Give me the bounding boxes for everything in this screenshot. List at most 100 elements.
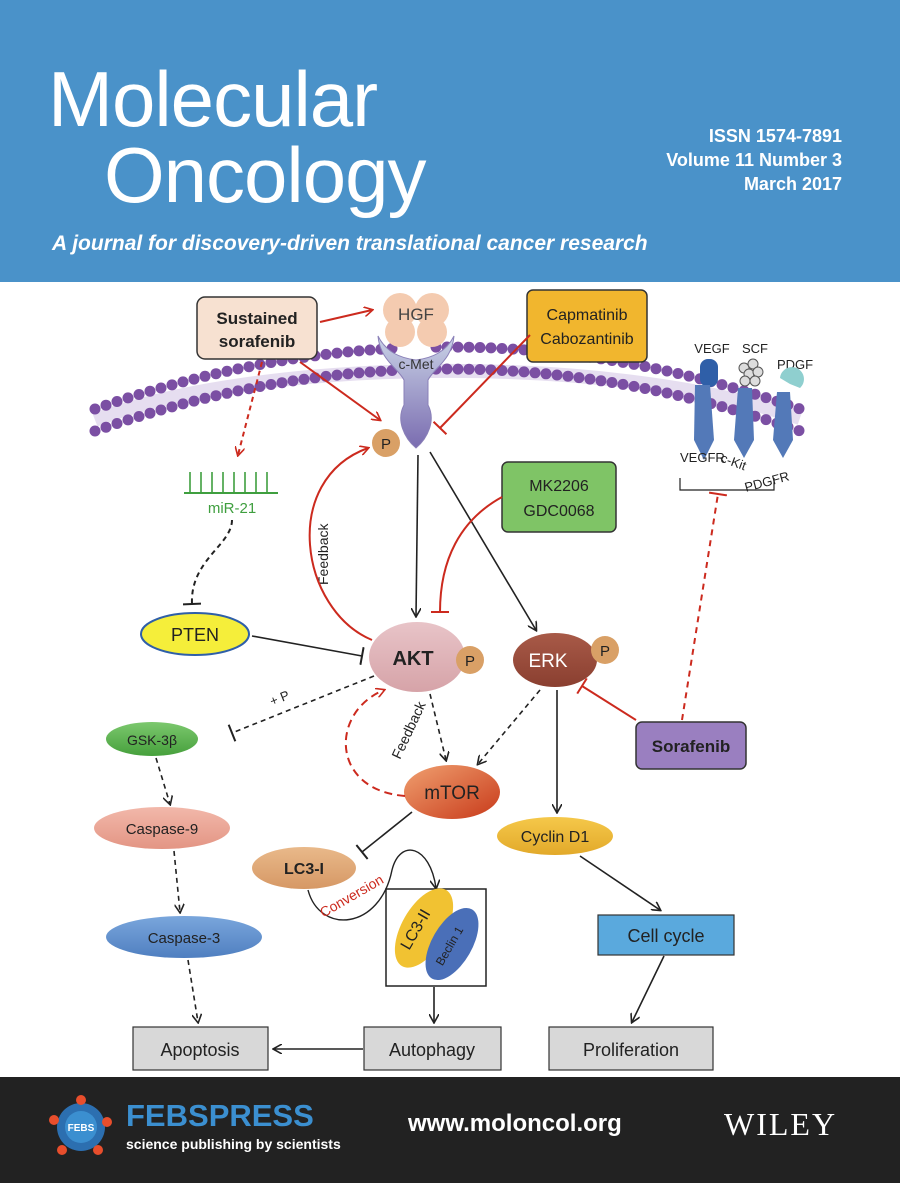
febs-logo-text: FEBS xyxy=(68,1123,95,1134)
membrane-bead xyxy=(243,361,255,373)
membrane-bead xyxy=(716,401,728,413)
membrane-bead xyxy=(793,403,805,415)
cell-cycle-label: Cell cycle xyxy=(627,926,704,946)
membrane-bead xyxy=(650,363,662,375)
mir21-label: miR-21 xyxy=(208,500,256,517)
membrane-bead xyxy=(661,365,673,377)
membrane-bead xyxy=(265,379,277,390)
caspase3-label: Caspase-3 xyxy=(148,930,221,947)
akt-label: AKT xyxy=(392,648,433,670)
conversion-arc xyxy=(307,849,436,921)
membrane-bead xyxy=(122,414,134,426)
p-label-erk: P xyxy=(600,643,610,660)
erk-label: ERK xyxy=(528,651,567,672)
akt-node: AKT P xyxy=(369,622,484,692)
membrane-bead xyxy=(144,407,156,419)
membrane-bead xyxy=(672,368,684,379)
cyclin-d1-label: Cyclin D1 xyxy=(521,829,590,846)
membrane-bead xyxy=(100,399,112,411)
membrane-bead xyxy=(199,370,211,382)
lc3i-node: LC3-I xyxy=(252,847,356,889)
caspase3-node: Caspase-3 xyxy=(106,916,262,958)
connectors xyxy=(155,310,728,1049)
membrane-bead xyxy=(474,364,486,375)
membrane-bead xyxy=(144,385,156,397)
membrane-bead xyxy=(639,383,651,394)
hgf-ligand: HGF xyxy=(383,293,449,347)
rtk-group: VEGF SCF PDGF VEGFR c-Kit PDGFR xyxy=(679,341,813,495)
membrane-bead xyxy=(716,379,728,391)
press-word: PRESS xyxy=(208,1098,314,1133)
membrane-bead xyxy=(111,418,123,429)
membrane-bead xyxy=(562,370,574,382)
membrane-bead xyxy=(320,348,332,360)
membrane-bead xyxy=(133,411,145,422)
membrane-bead xyxy=(727,382,739,394)
scf-label: SCF xyxy=(742,341,768,356)
membrane-bead xyxy=(166,379,178,391)
gdc0068-label: GDC0068 xyxy=(523,503,594,520)
apoptosis-label: Apoptosis xyxy=(160,1040,239,1060)
membrane-bead xyxy=(452,341,464,353)
membrane-bead xyxy=(111,396,123,407)
membrane-bead xyxy=(287,375,299,387)
mtor-node: mTOR xyxy=(404,765,500,819)
hgf-label: HGF xyxy=(398,305,434,324)
volume: Volume 11 Number 3 xyxy=(666,150,842,170)
journal-url[interactable]: www.moloncol.org xyxy=(408,1110,622,1137)
membrane-bead xyxy=(100,421,112,433)
mtor-label: mTOR xyxy=(424,783,480,804)
mk2206-label: MK2206 xyxy=(529,478,589,495)
membrane-bead xyxy=(221,365,233,377)
membrane-bead xyxy=(331,347,343,359)
membrane-bead xyxy=(595,375,607,387)
membrane-bead xyxy=(485,342,497,354)
membrane-bead xyxy=(155,382,167,394)
membrane-bead xyxy=(375,365,387,377)
membrane-bead xyxy=(210,390,222,402)
p-label-cmet: P xyxy=(381,436,391,453)
febs-logo: FEBS xyxy=(49,1095,112,1155)
membrane-bead xyxy=(760,414,772,426)
autophagy-box: Autophagy xyxy=(363,1026,502,1071)
caspase9-node: Caspase-9 xyxy=(94,807,230,849)
apoptosis-box: Apoptosis xyxy=(132,1026,269,1071)
febs-press-name: FEBSPRESS xyxy=(126,1098,314,1134)
membrane-bead xyxy=(276,377,288,389)
membrane-bead xyxy=(529,367,541,379)
membrane-bead xyxy=(177,398,189,410)
erk-node: ERK P xyxy=(513,633,619,687)
plus-p-label: + P xyxy=(268,687,292,708)
membrane-bead xyxy=(221,387,233,399)
footer-bar xyxy=(0,1077,900,1183)
cabozantinib-label: Cabozantinib xyxy=(540,331,634,348)
membrane-bead xyxy=(353,367,365,379)
proliferation-box: Proliferation xyxy=(548,1026,714,1071)
beclin1-oval xyxy=(425,907,479,981)
membrane-bead xyxy=(254,359,266,370)
membrane-bead xyxy=(452,363,464,375)
membrane-bead xyxy=(155,404,167,416)
sustained-label-1: Sustained xyxy=(216,309,297,328)
membrane-bead xyxy=(133,389,145,400)
membrane-bead xyxy=(683,370,695,382)
membrane-bead xyxy=(210,368,222,380)
p-label-akt: P xyxy=(465,653,475,670)
gsk3b-label: GSK-3β xyxy=(127,732,177,748)
membrane-bead xyxy=(507,343,519,355)
journal-tagline: A journal for discovery-driven translati… xyxy=(52,232,648,255)
membrane-bead xyxy=(474,342,486,353)
membrane-bead xyxy=(232,385,244,397)
pdgfr-label: PDGFR xyxy=(743,469,791,495)
ckit-receptor xyxy=(734,388,754,458)
vegfr-receptor xyxy=(694,385,714,460)
membrane-bead xyxy=(89,403,101,415)
vegfr-label: VEGFR xyxy=(680,450,725,465)
lc3ii-oval xyxy=(394,888,454,968)
membrane-bead xyxy=(441,363,453,375)
membrane-bead xyxy=(727,404,739,416)
membrane-bead xyxy=(188,395,200,407)
cmet-receptor: c-Met xyxy=(377,335,455,449)
membrane-bead xyxy=(540,368,552,380)
feedback-label-mtor: Feedback xyxy=(388,698,429,761)
